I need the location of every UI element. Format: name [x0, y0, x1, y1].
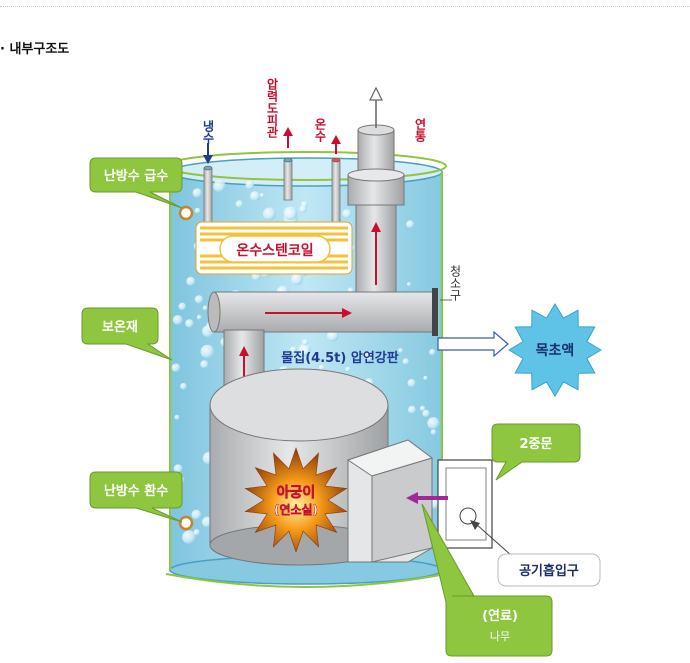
bubble [192, 188, 202, 198]
bubble [202, 305, 208, 311]
bubble [402, 358, 410, 365]
hot-water-label: 온수 [313, 117, 327, 143]
bubble [422, 409, 430, 418]
heating-supply-label: 난방수 급수 [104, 168, 168, 184]
bubble [193, 529, 200, 536]
bubble [182, 530, 196, 544]
bubble [196, 314, 202, 320]
bubble [364, 351, 374, 361]
bubble [173, 464, 183, 473]
bubble [430, 429, 437, 435]
double-door-label: 2중문 [520, 437, 553, 452]
coil-label: 온수스텐코일 [236, 242, 313, 259]
air-intake-box [470, 520, 601, 587]
bubble [191, 509, 202, 520]
hot-water-pipe [331, 157, 341, 231]
bubble [174, 414, 180, 420]
bubble [235, 200, 244, 208]
bubble [345, 366, 351, 372]
bubble [342, 209, 352, 219]
insulation-label: 보온재 [102, 320, 138, 335]
bubble [407, 379, 416, 388]
bubble [408, 405, 416, 414]
heating-return-callout [89, 471, 183, 523]
fuel-arrow [406, 492, 448, 504]
insulation-callout [81, 307, 173, 361]
water-jacket-label: 물집(4.5t) 압연강판 [281, 350, 398, 366]
heating-supply-callout [89, 157, 183, 209]
heating-supply-port [178, 205, 194, 221]
chimney [347, 86, 405, 301]
bubble [398, 348, 403, 353]
bubble [172, 315, 183, 325]
bubble [420, 405, 426, 412]
page-title: · 내부구조도 [0, 42, 70, 57]
bubble [194, 295, 204, 304]
top-divider [0, 6, 690, 7]
bubble [423, 375, 428, 381]
cleaning-port-label: 청소구 [448, 265, 462, 301]
bubble [263, 207, 276, 221]
bubble [299, 205, 307, 213]
cold-water-label: 냉수 [201, 119, 215, 145]
fuel-callout [421, 503, 553, 657]
bubble [200, 360, 209, 369]
bubble [259, 193, 265, 198]
bubble [289, 346, 297, 354]
horizontal-flue [207, 288, 438, 336]
pressure-relief-label: 압력도피관 [265, 78, 279, 139]
bubble [178, 302, 187, 311]
fuel-sub: 나무 [490, 630, 510, 643]
bubble [283, 206, 298, 221]
wood-vinegar-badge [508, 303, 602, 397]
hot-water-coil [195, 221, 353, 275]
bubble [250, 191, 260, 202]
double-door-callout [491, 423, 581, 481]
heating-return-port [178, 515, 194, 531]
air-intake-label: 공기흡입구 [519, 563, 579, 579]
bubble [406, 282, 412, 287]
fire-burst [244, 447, 348, 553]
bubble [194, 207, 201, 214]
cold-water-label-group: 냉수 [201, 119, 215, 164]
bubble [185, 319, 194, 328]
wood-vinegar-label: 목초액 [536, 342, 575, 359]
flue-label: 연통 [413, 117, 427, 143]
hot-water-label-group: 온수 [313, 117, 341, 154]
bubble [186, 276, 196, 286]
bubble [327, 329, 339, 342]
wood-vinegar-arrow [437, 330, 509, 358]
double-door [437, 459, 493, 549]
bubble [171, 363, 181, 373]
bubble [427, 417, 440, 430]
bubble [213, 179, 226, 193]
cold-water-pipe [203, 165, 213, 229]
fire-door-box [346, 439, 434, 563]
furnace-title: 아궁이 [277, 484, 316, 501]
bubble [318, 364, 325, 371]
bubble [180, 382, 187, 390]
bubble [429, 348, 436, 356]
bubble [406, 220, 415, 229]
heating-return-label: 난방수 환수 [104, 483, 168, 499]
bubble [300, 346, 310, 356]
fuel-title: (연료) [482, 609, 518, 624]
bubble [245, 180, 255, 190]
bubble [302, 339, 309, 346]
pressure-relief-pipe [283, 157, 293, 201]
bubble [291, 273, 303, 286]
furnace-sub: (연소실) [274, 502, 318, 517]
pressure-relief-label-group: 압력도피관 [265, 78, 293, 148]
bubble [200, 344, 215, 359]
